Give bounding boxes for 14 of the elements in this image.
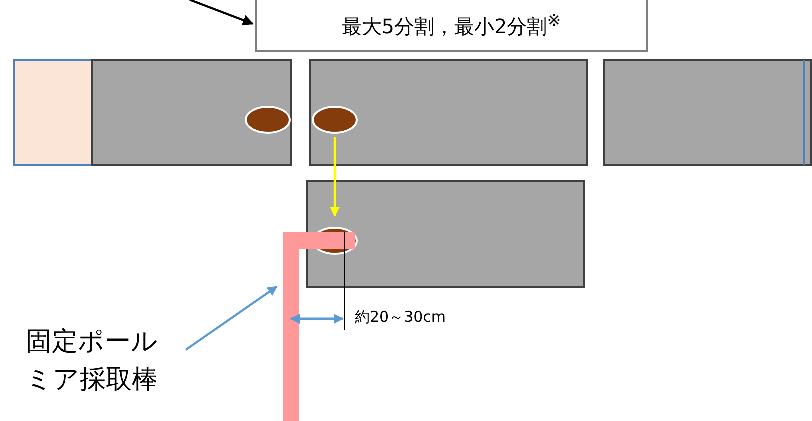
sample-spot — [245, 106, 291, 134]
dimension-label: 約20～30cm — [355, 308, 446, 327]
block — [309, 59, 588, 166]
block — [603, 59, 812, 166]
callout-text: 固定ポールミア採取棒 — [26, 322, 162, 402]
sample-spot — [312, 106, 358, 134]
text-box: 最大5分割，最小2分割$^{※}$ — [255, 0, 648, 52]
arrow — [330, 137, 340, 217]
arrow — [190, 0, 254, 26]
block — [13, 59, 93, 166]
sampling-pole — [283, 232, 355, 421]
block — [91, 59, 292, 166]
block — [306, 180, 585, 288]
arrow — [185, 286, 278, 351]
